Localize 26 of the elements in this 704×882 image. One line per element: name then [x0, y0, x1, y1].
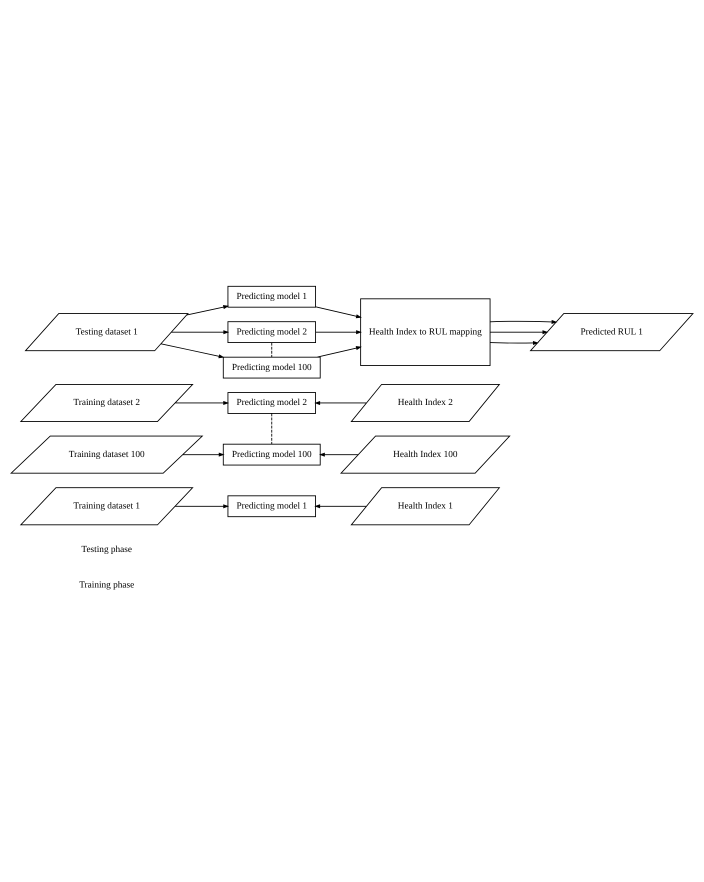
connector	[271, 342, 272, 358]
node-box: Predicting model 100	[222, 444, 321, 466]
node-box: Health Index to RUL mapping	[360, 298, 490, 366]
node-box: Predicting model 100	[222, 356, 321, 378]
arrow	[314, 400, 367, 406]
label: Training phase	[79, 580, 134, 590]
arrow	[319, 452, 358, 457]
arrow	[314, 504, 367, 508]
node-box: Predicting model 2	[228, 392, 316, 414]
arrow	[490, 320, 558, 324]
node-box: Predicting model 1	[228, 495, 316, 518]
node-box: Predicting model 1	[228, 286, 316, 308]
arrow	[174, 400, 230, 406]
arrow	[160, 343, 224, 358]
node-box: Predicting model 2	[228, 321, 316, 344]
arrow	[490, 340, 539, 345]
arrow	[315, 306, 362, 318]
connector	[271, 413, 272, 445]
arrow	[490, 330, 548, 334]
arrow	[186, 305, 230, 316]
arrow	[170, 330, 230, 334]
arrow	[315, 330, 362, 334]
arrow	[317, 346, 362, 358]
label: Testing phase	[81, 545, 132, 556]
arrow	[174, 504, 230, 508]
arrow	[182, 452, 225, 457]
